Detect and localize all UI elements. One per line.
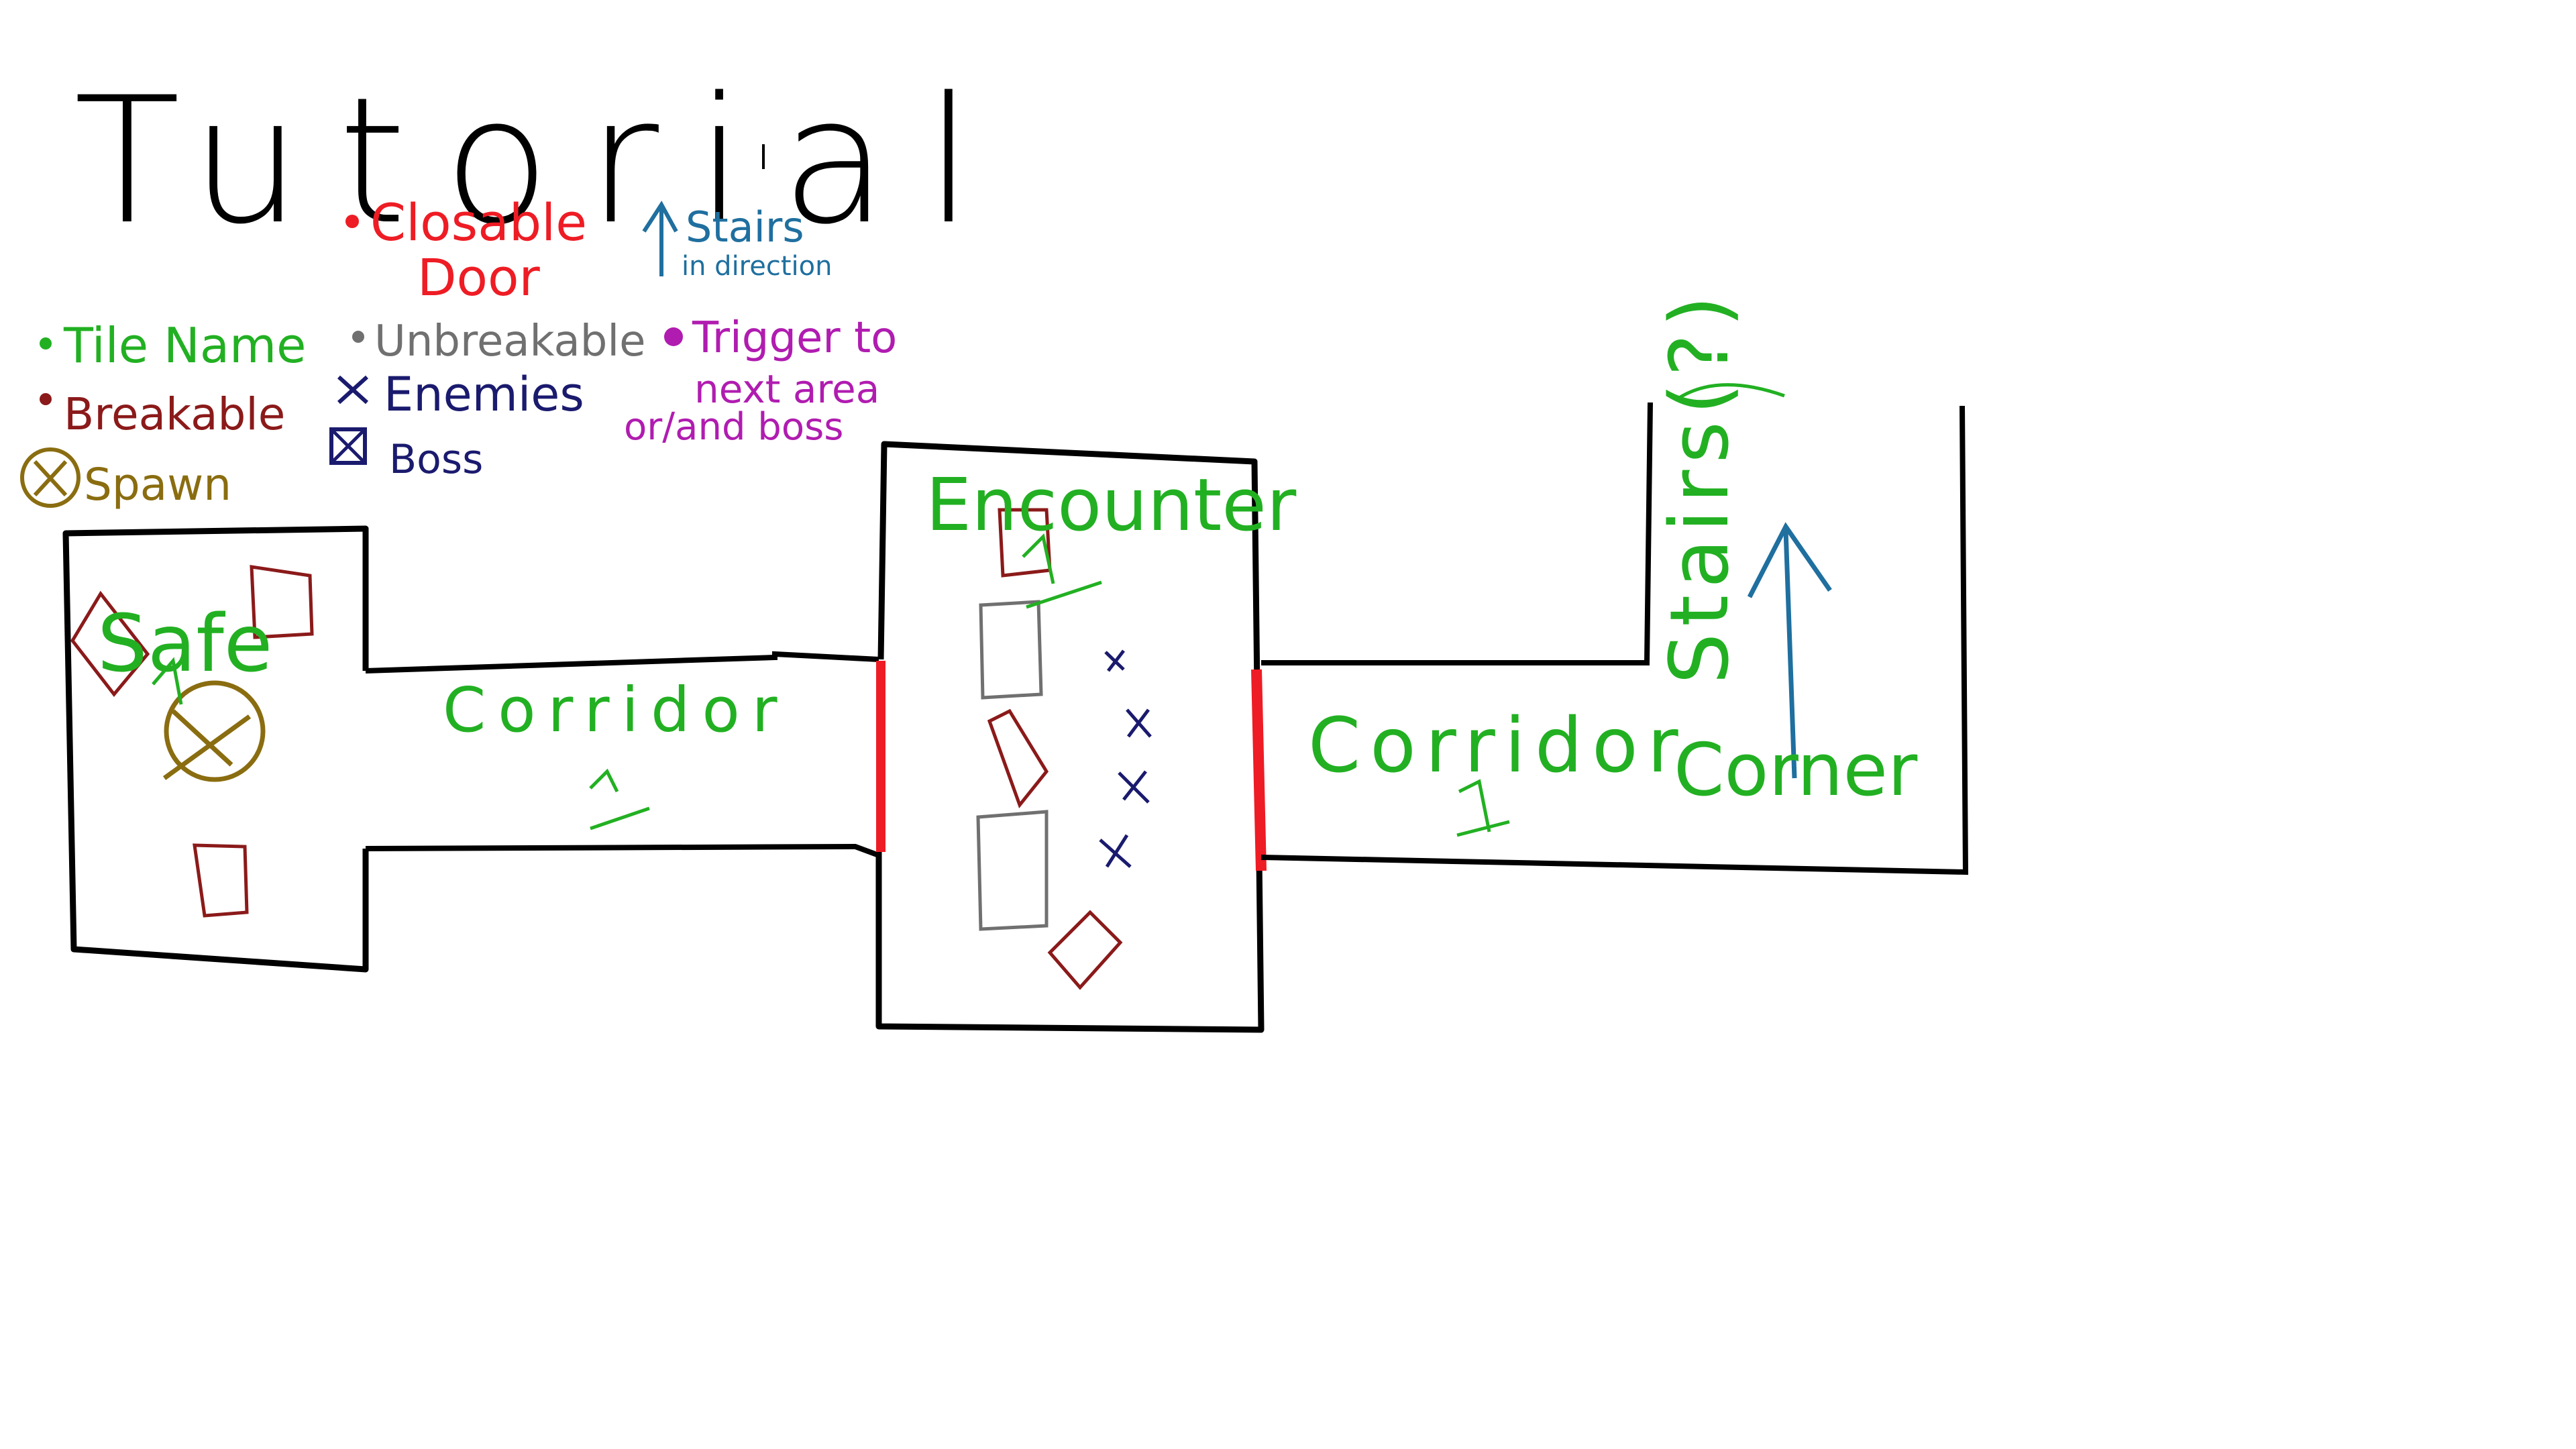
tile-label-corridor-1: Corridor: [443, 674, 790, 746]
unbreakable-dot-icon: [352, 331, 364, 343]
legend-tile-name-label: Tile Name: [63, 317, 306, 374]
legend-trigger-label-1: Trigger to: [692, 313, 897, 363]
spawn-marker-icon: [20, 447, 80, 508]
tile-label-encounter: Encounter: [926, 464, 1297, 547]
legend-stairs-label: Stairs: [686, 203, 804, 252]
legend-trigger-label-2: next area: [694, 366, 879, 412]
trigger-dot-icon: [664, 327, 683, 346]
spawn-point-marker: [162, 680, 266, 782]
legend-breakable-label: Breakable: [64, 388, 285, 440]
tile-name-dot-icon: [40, 337, 52, 350]
tile-label-stairs: Stairs(?): [1654, 289, 1747, 684]
legend-boss-label: Boss: [389, 436, 483, 483]
corridor-2-bottom-wall: [1260, 405, 1969, 875]
enemy-marker: [1126, 708, 1152, 738]
unbreakable-block: [979, 600, 1043, 700]
legend-trigger-label-3: or/and boss: [624, 405, 843, 449]
closable-door-dot-icon: [345, 215, 359, 228]
corridor-1: Corridor: [365, 651, 880, 858]
legend-in-direction-label: in direction: [682, 251, 832, 282]
enemy-marker: [1099, 834, 1132, 868]
enemy-marker: [1118, 770, 1150, 804]
encounter-room: Encounter: [875, 441, 1297, 1033]
closable-door-right: [1251, 669, 1267, 871]
safe-room: Safe: [62, 525, 369, 973]
breakable-block: [987, 708, 1049, 809]
tile-label-corner: Corner: [1674, 729, 1918, 812]
breakable-block: [70, 590, 150, 697]
legend-spawn-label: Spawn: [84, 459, 231, 511]
safe-room-walls: [62, 525, 369, 973]
corridor-1-top-wall: [365, 651, 879, 674]
breakable-dot-icon: [40, 393, 52, 405]
corridor-2-label-pointer: [1456, 779, 1510, 837]
corridor-1-bottom-wall: [365, 843, 880, 858]
legend: Tile Name Breakable Spawn Closable Door …: [20, 193, 897, 511]
corridor-2-top-wall: [1261, 402, 1653, 665]
breakable-block: [193, 843, 249, 918]
stairs-label-bracket: [1676, 383, 1785, 401]
tile-label-safe: Safe: [97, 597, 272, 690]
legend-enemies-label: Enemies: [384, 367, 584, 422]
encounter-label-pointer: [1022, 533, 1102, 609]
legend-closable-label: Closable: [370, 193, 587, 252]
breakable-block: [250, 565, 314, 639]
stairs-arrow-icon: [642, 201, 678, 276]
boss-box-icon: [329, 427, 367, 465]
enemy-marker: [1104, 649, 1125, 672]
corridor-1-label-pointer: [589, 768, 650, 830]
legend-door-label: Door: [417, 248, 541, 307]
diagram-title: Tutorial: [74, 60, 1010, 263]
unbreakable-block: [976, 810, 1049, 931]
tile-label-corridor-2: Corridor: [1308, 702, 1688, 790]
safe-label-pointer: [152, 657, 183, 705]
legend-unbreakable-label: Unbreakable: [374, 317, 645, 366]
breakable-block: [1047, 910, 1123, 990]
corridor-2-and-corner: Corridor Stairs(?) Corner: [1260, 289, 1969, 875]
stairs-up-arrow-icon: [1747, 522, 1832, 779]
enemy-cross-icon: [337, 375, 369, 405]
